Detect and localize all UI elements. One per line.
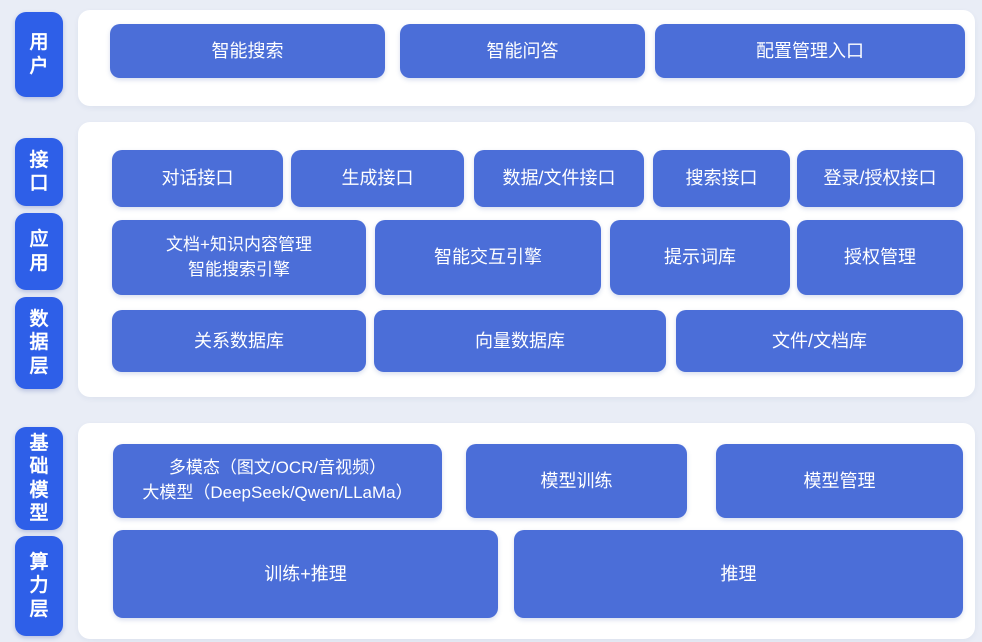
layer-tab-foundation-model: 基础模型 [15, 427, 63, 530]
block-search-interface: 搜索接口 [653, 150, 790, 207]
layer-tab-user: 用户 [15, 12, 63, 97]
block-authorization-management: 授权管理 [797, 220, 963, 295]
layer-tab-compute-layer: 算力层 [15, 536, 63, 636]
block-generation-interface: 生成接口 [291, 150, 464, 207]
block-doc-knowledge-search-engine: 文档+知识内容管理 智能搜索引擎 [112, 220, 366, 295]
block-multimodal-large-model: 多模态（图文/OCR/音视频） 大模型（DeepSeek/Qwen/LLaMa） [113, 444, 442, 518]
layer-tab-label: 用户 [29, 32, 49, 77]
layer-tab-label: 数据层 [29, 309, 49, 377]
layer-tab-label: 算力层 [29, 552, 49, 620]
block-intelligent-interaction-engine: 智能交互引擎 [375, 220, 601, 295]
block-prompt-library: 提示词库 [610, 220, 790, 295]
block-intelligent-search: 智能搜索 [110, 24, 385, 78]
block-config-management-entry: 配置管理入口 [655, 24, 965, 78]
block-dialog-interface: 对话接口 [112, 150, 283, 207]
layer-tab-interface: 接口 [15, 138, 63, 206]
layer-tab-label: 接口 [29, 149, 49, 194]
panel-middle: 对话接口 生成接口 数据/文件接口 搜索接口 登录/授权接口 文档+知识内容管理… [78, 122, 975, 397]
block-file-document-library: 文件/文档库 [676, 310, 963, 372]
block-vector-database: 向量数据库 [374, 310, 666, 372]
block-model-training: 模型训练 [466, 444, 687, 518]
block-data-file-interface: 数据/文件接口 [474, 150, 644, 207]
block-relational-database: 关系数据库 [112, 310, 366, 372]
panel-user: 智能搜索 智能问答 配置管理入口 [78, 10, 975, 106]
block-training-plus-inference: 训练+推理 [113, 530, 498, 618]
block-inference: 推理 [514, 530, 963, 618]
layer-tab-label: 基础模型 [29, 433, 49, 524]
block-intelligent-qa: 智能问答 [400, 24, 645, 78]
block-model-management: 模型管理 [716, 444, 963, 518]
layer-tab-label: 应用 [29, 229, 49, 274]
layer-tab-application: 应用 [15, 213, 63, 290]
layer-tab-data-layer: 数据层 [15, 297, 63, 389]
block-login-auth-interface: 登录/授权接口 [797, 150, 963, 207]
panel-bottom: 多模态（图文/OCR/音视频） 大模型（DeepSeek/Qwen/LLaMa）… [78, 423, 975, 639]
